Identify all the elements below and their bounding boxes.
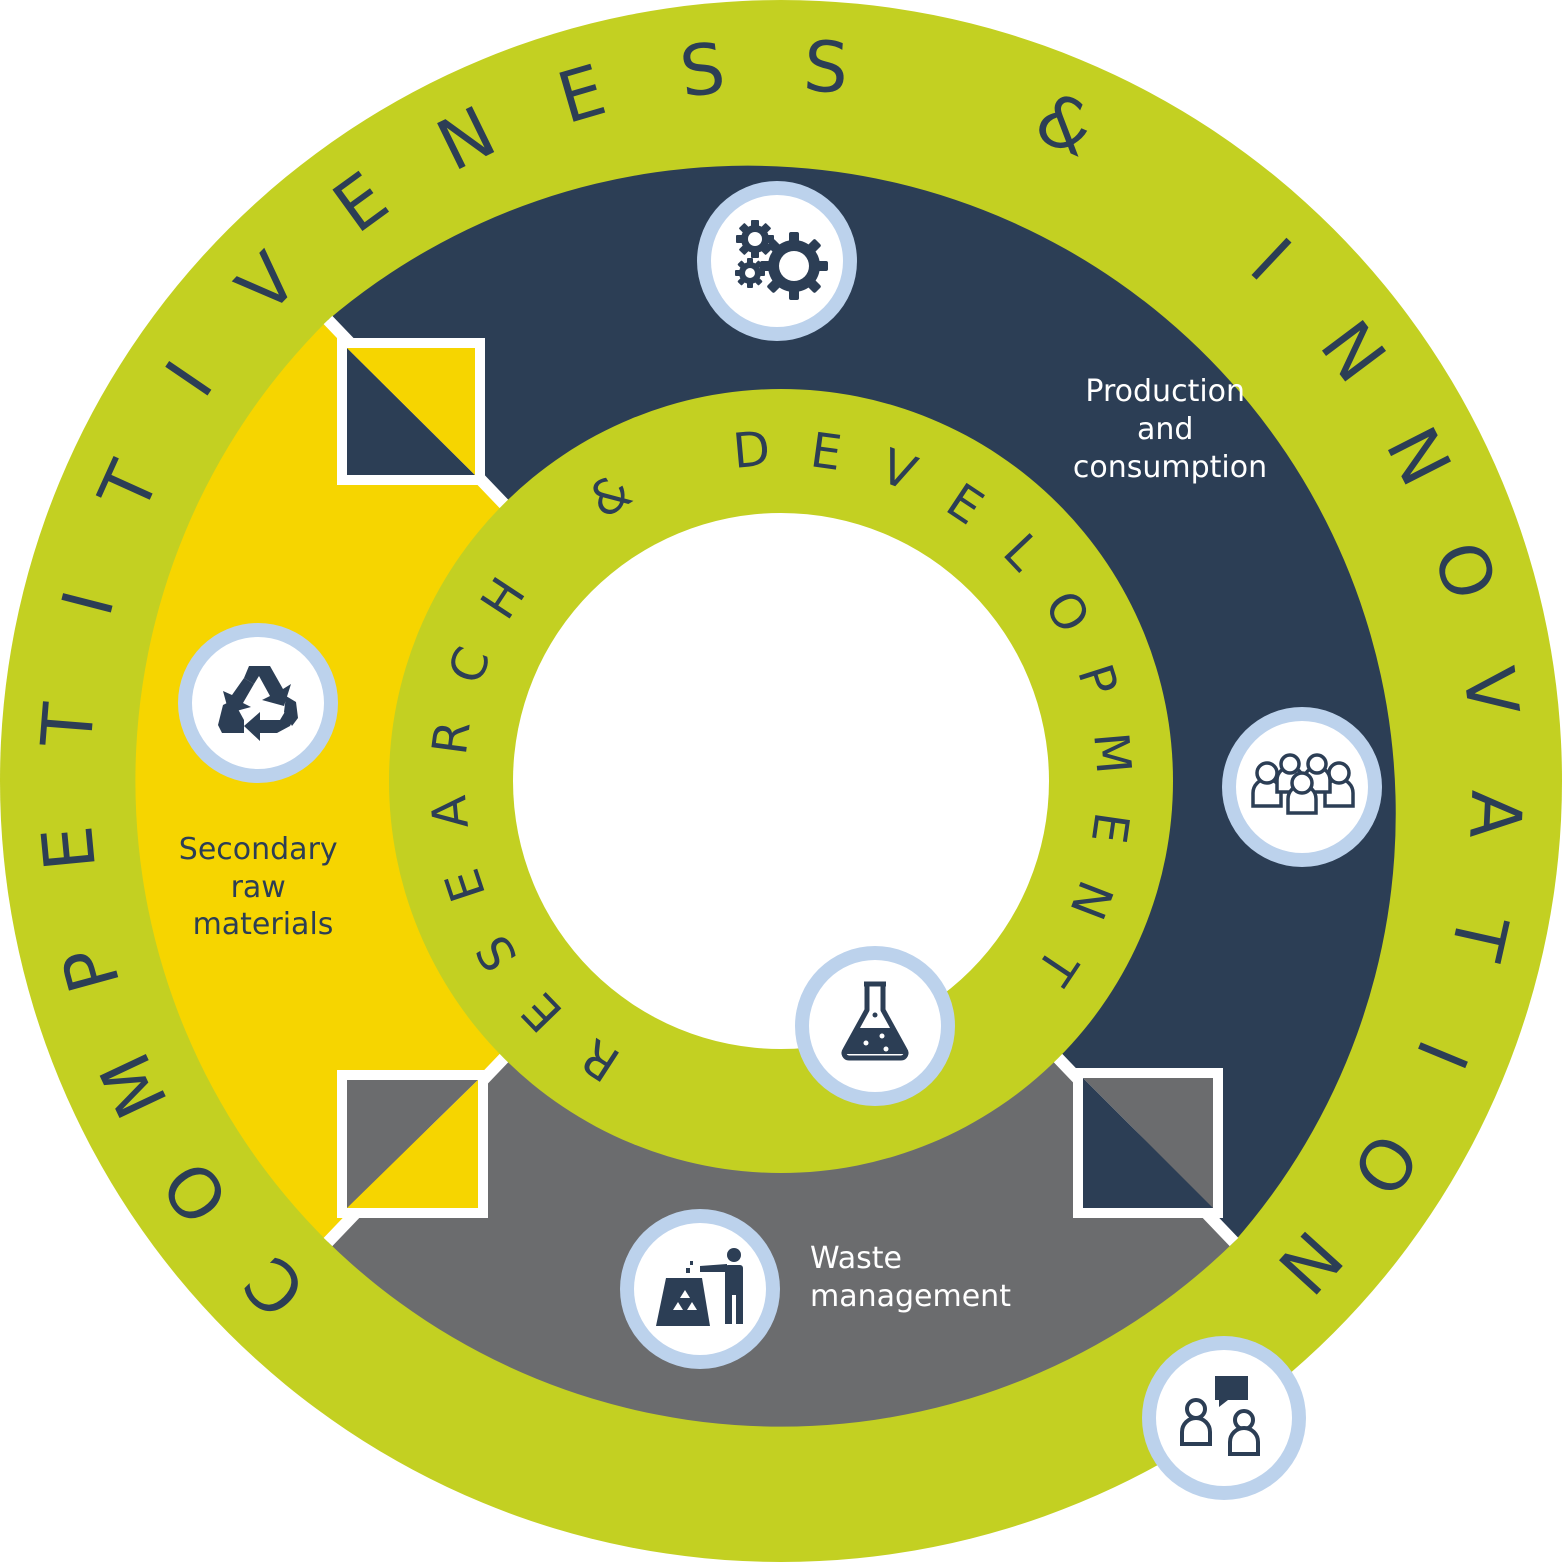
transition-square-top-left (337, 338, 485, 485)
ring-letter: A (421, 793, 480, 831)
ring-letter: T (26, 700, 111, 750)
ring-letter: V (1447, 663, 1534, 721)
label-line: management (810, 1279, 1011, 1314)
ring-letter: D (731, 421, 773, 480)
recycle-icon (178, 623, 338, 783)
ring-letter: E (807, 422, 845, 482)
label-waste-management: Waste management (810, 1241, 1011, 1314)
label-line: and (1137, 412, 1193, 447)
ring-letter: S (676, 27, 729, 113)
ring-letter: A (1453, 789, 1537, 841)
waste-disposal-icon (620, 1209, 780, 1369)
ring-letter: M (1082, 730, 1141, 776)
label-line: consumption (1073, 450, 1267, 485)
label-line: Waste (810, 1241, 902, 1276)
center-circle (513, 513, 1049, 1049)
sector-secondary-raw-materials (135, 320, 505, 1242)
label-line: Production (1085, 374, 1245, 409)
label-line: materials (193, 907, 334, 942)
ring-letter: R (422, 718, 482, 758)
transition-square-bottom-right (1073, 1068, 1223, 1218)
label-line: raw (231, 870, 286, 905)
label-line: Secondary (179, 832, 338, 867)
transition-square-bottom-left (337, 1070, 488, 1218)
ring-letter: E (26, 822, 112, 874)
label-production-and-consumption: Production and consumption (1073, 374, 1267, 485)
ring-letter: S (801, 25, 850, 110)
sector-production (328, 165, 1396, 1243)
sector-waste-management (328, 1057, 1234, 1427)
people-group-icon (1222, 707, 1382, 867)
label-secondary-raw-materials: Secondary raw materials (179, 832, 347, 942)
flask-icon (795, 946, 955, 1106)
dialogue-icon (1142, 1336, 1306, 1500)
gears-icon (697, 181, 857, 341)
